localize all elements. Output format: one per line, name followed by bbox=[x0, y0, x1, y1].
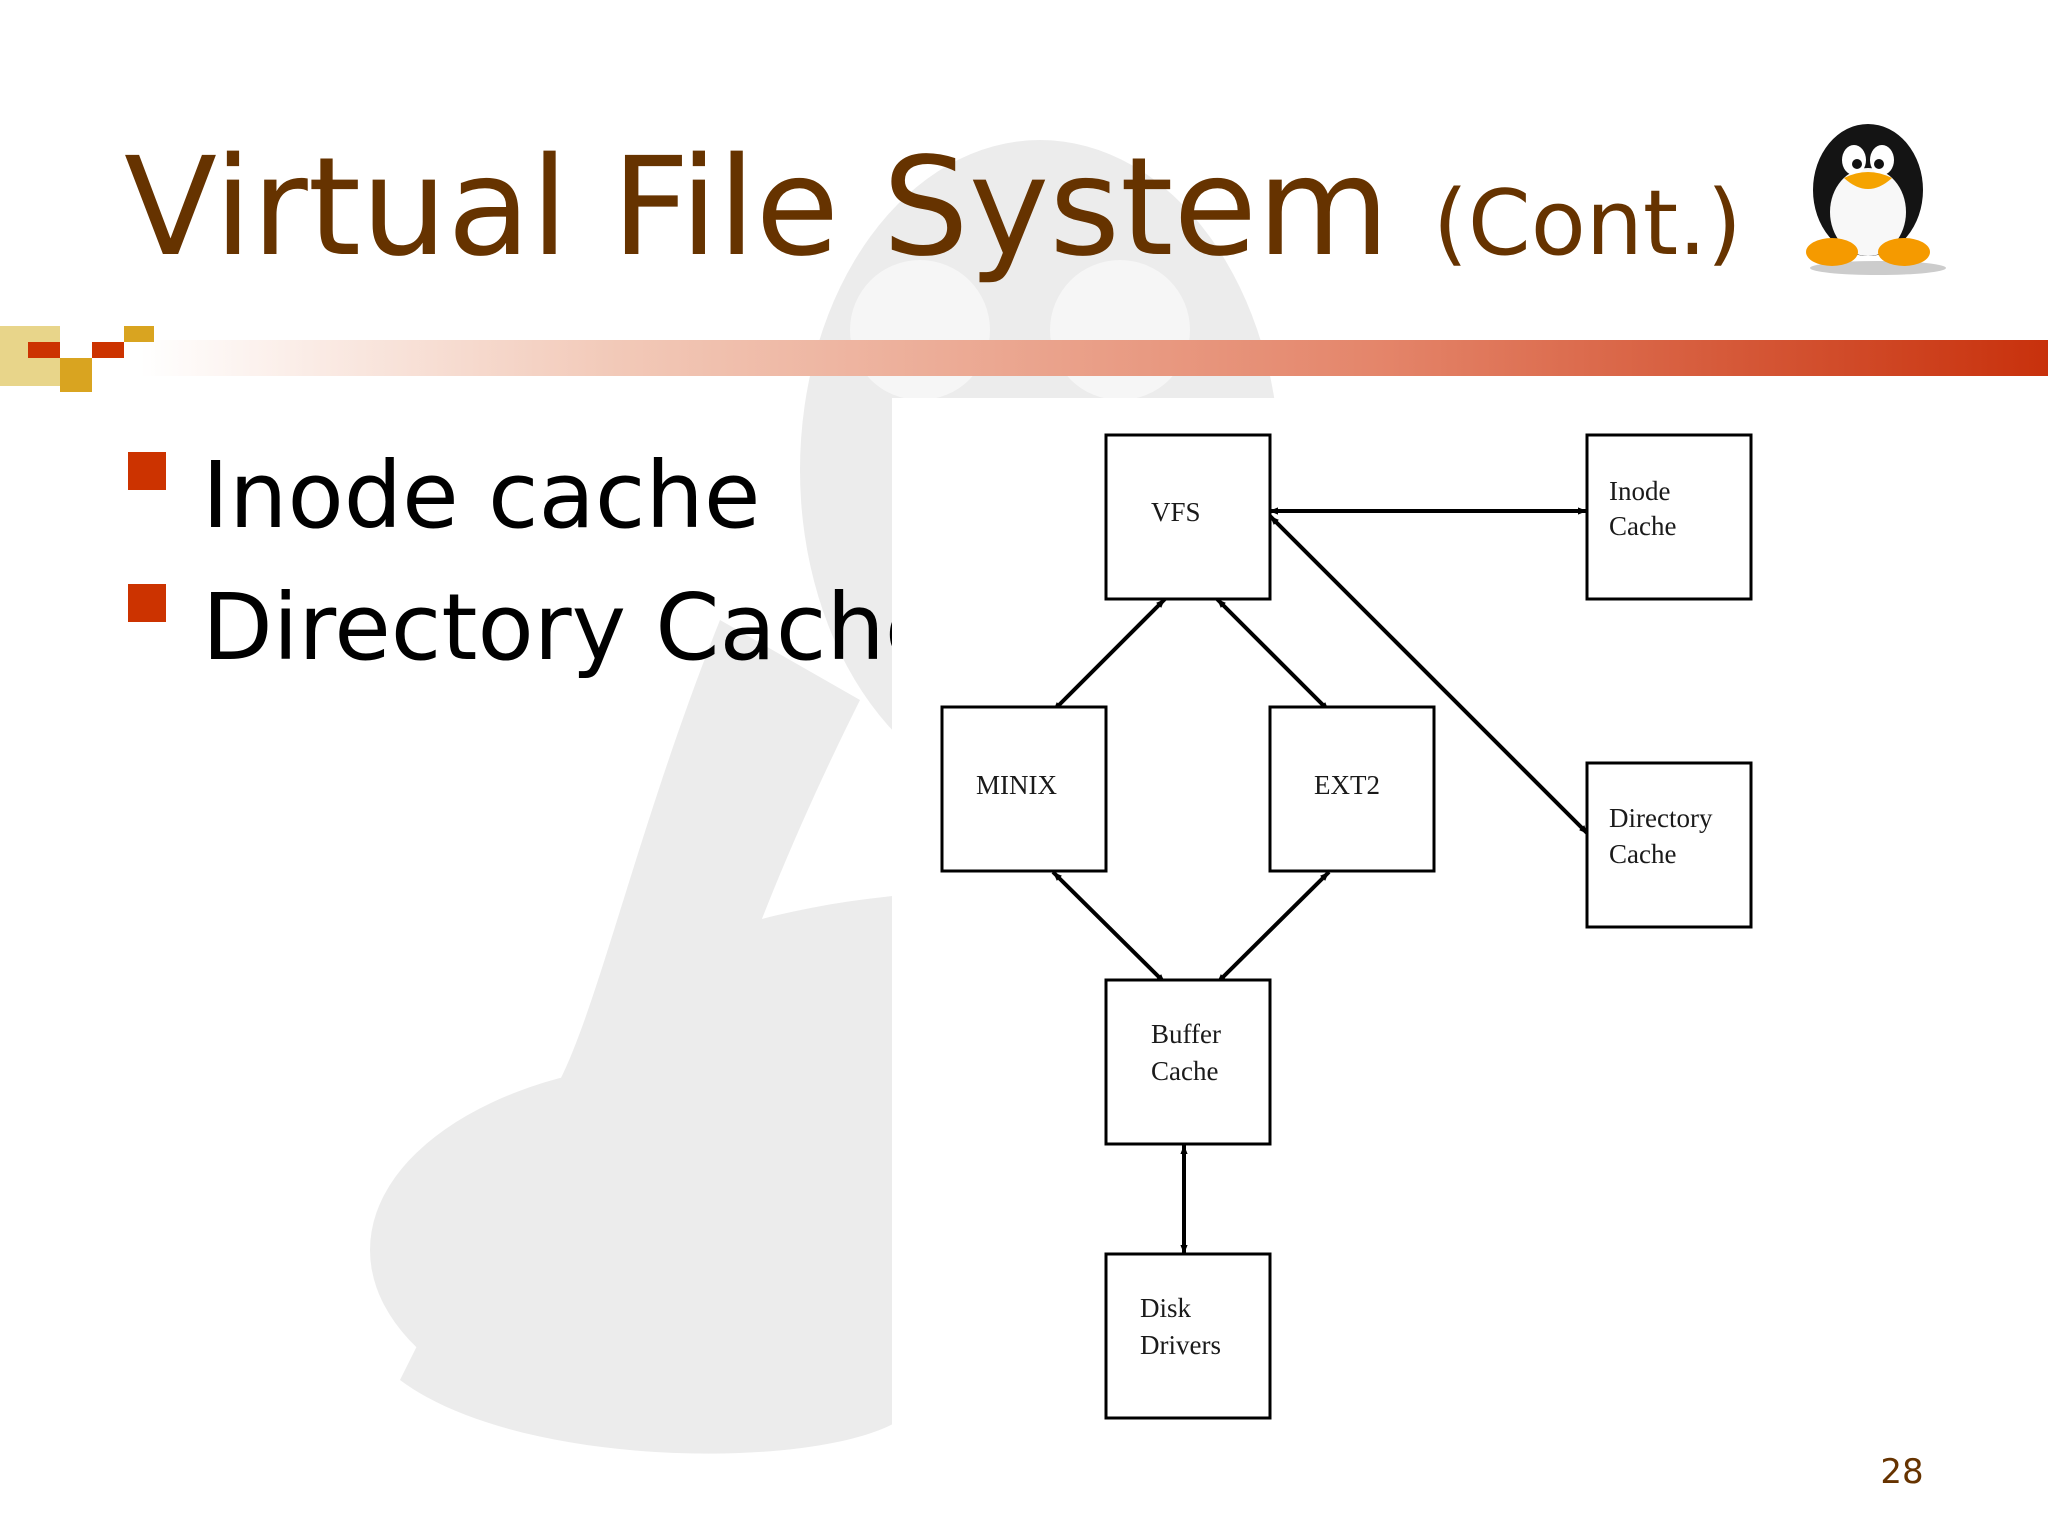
edge-vfs-ext2 bbox=[1215, 597, 1331, 713]
svg-text:VFS: VFS bbox=[1151, 497, 1201, 527]
svg-text:MINIX: MINIX bbox=[976, 770, 1057, 800]
node-ext2: EXT2 bbox=[1268, 705, 1436, 873]
bullet-item: Directory Cache bbox=[126, 562, 941, 694]
tux-penguin-icon bbox=[1806, 124, 1946, 275]
slide-title: Virtual File System (Cont.) bbox=[124, 128, 1742, 304]
edge-ext2-buffer-cache bbox=[1215, 870, 1331, 985]
slide-title-main: Virtual File System bbox=[124, 129, 1390, 287]
bullet-item: Inode cache bbox=[126, 430, 941, 562]
node-minix: MINIX bbox=[940, 705, 1108, 873]
bullet-text: Directory Cache bbox=[202, 574, 942, 681]
node-vfs: VFS bbox=[1104, 433, 1272, 601]
svg-text:EXT2: EXT2 bbox=[1314, 770, 1380, 800]
bullet-square-icon bbox=[128, 452, 166, 490]
bullet-square-icon bbox=[128, 584, 166, 622]
pixel-blocks-decoration bbox=[0, 326, 154, 392]
edge-vfs-minix bbox=[1051, 597, 1167, 713]
slide-number: 28 bbox=[1880, 1452, 1924, 1492]
bullet-text: Inode cache bbox=[202, 442, 761, 549]
slide-title-suffix: (Cont.) bbox=[1432, 171, 1742, 276]
edge-minix-buffer-cache bbox=[1051, 870, 1167, 985]
title-rule bbox=[140, 340, 2048, 376]
bullet-list: Inode cache Directory Cache bbox=[126, 430, 941, 694]
edge-vfs-directory-cache bbox=[1268, 514, 1590, 836]
